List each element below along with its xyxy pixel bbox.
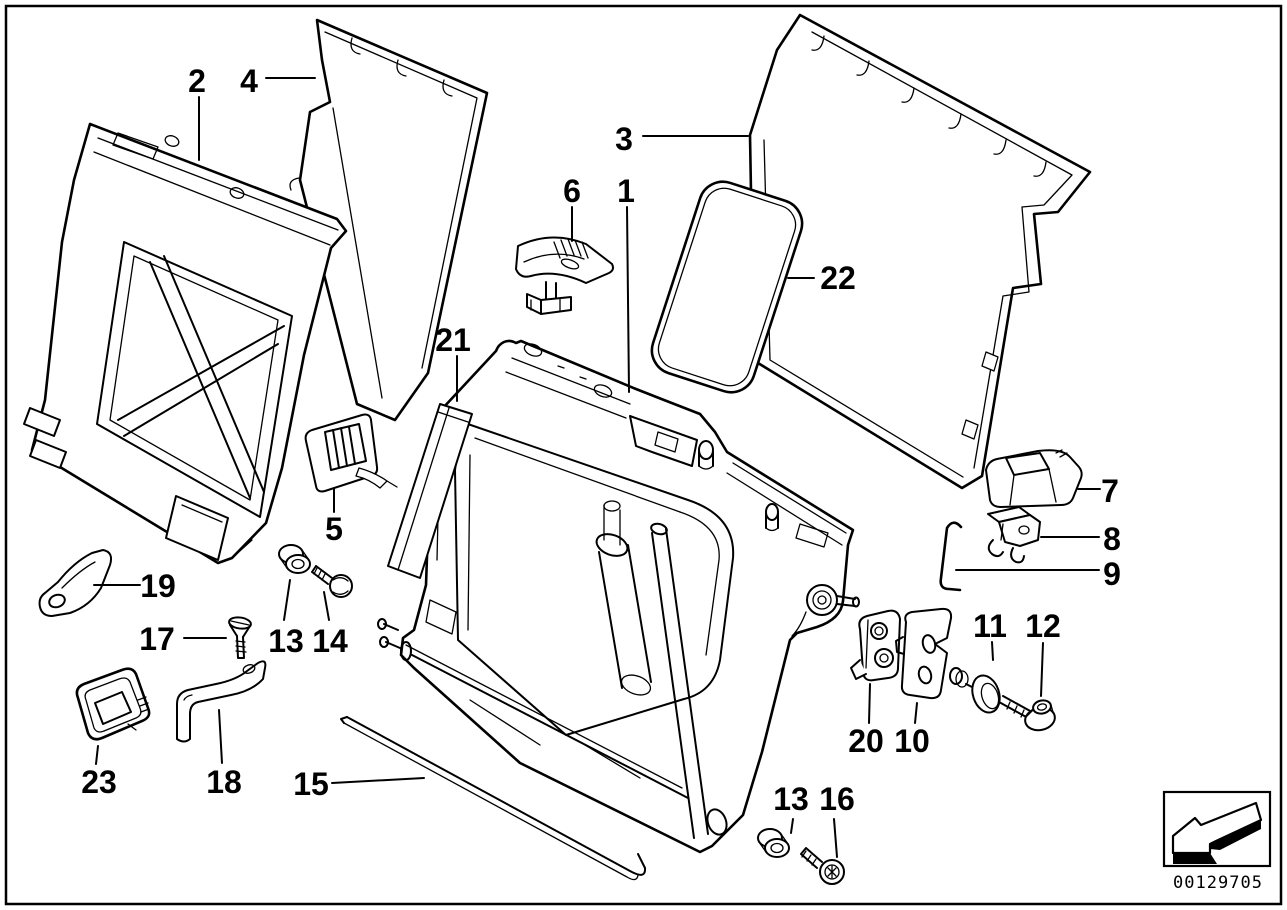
part-17-drawing bbox=[228, 616, 252, 659]
callout-leader-line-14 bbox=[323, 591, 330, 621]
part-6-drawing bbox=[515, 236, 614, 315]
part-callout-23: 23 bbox=[81, 764, 117, 800]
part-12-drawing bbox=[1024, 699, 1056, 732]
callout-leader-line-11 bbox=[991, 641, 994, 661]
callout-leader-line-12 bbox=[1040, 642, 1044, 697]
callout-leader-line-13a bbox=[283, 579, 291, 621]
part-callout-8: 8 bbox=[1103, 521, 1121, 557]
part-callout-14: 14 bbox=[312, 623, 348, 659]
callout-leader-line-1 bbox=[626, 206, 630, 393]
part-callout-9: 9 bbox=[1103, 556, 1121, 592]
part-2-drawing bbox=[23, 122, 348, 565]
part-10-drawing bbox=[895, 607, 953, 700]
part-3-drawing bbox=[748, 13, 1092, 490]
part-callout-19: 19 bbox=[140, 568, 176, 604]
part-callout-6: 6 bbox=[563, 173, 581, 209]
callout-leader-line-20 bbox=[868, 683, 871, 724]
part-23-drawing bbox=[75, 667, 151, 741]
part-callout-17: 17 bbox=[139, 621, 175, 657]
part-9-drawing bbox=[939, 521, 963, 592]
part-callout-5: 5 bbox=[325, 511, 343, 547]
direction-arrow-icon bbox=[1171, 801, 1263, 864]
part-22-drawing bbox=[650, 180, 804, 394]
part-callout-10: 10 bbox=[894, 723, 930, 759]
page-border bbox=[4, 4, 1283, 906]
part-5-drawing bbox=[304, 413, 398, 493]
part-callout-7: 7 bbox=[1101, 473, 1119, 509]
part-callout-13b: 13 bbox=[773, 781, 809, 817]
part-20-drawing bbox=[850, 609, 901, 682]
part-callout-16: 16 bbox=[819, 781, 855, 817]
callout-leader-line-16 bbox=[833, 818, 838, 858]
part-callout-22: 22 bbox=[820, 260, 856, 296]
part-1-drawing bbox=[377, 339, 860, 854]
part-callout-15: 15 bbox=[293, 766, 329, 802]
part-19-drawing bbox=[38, 549, 113, 617]
part-callout-18: 18 bbox=[206, 764, 242, 800]
part-4-drawing bbox=[289, 18, 489, 422]
part-callout-2: 2 bbox=[188, 63, 206, 99]
part-callout-13a: 13 bbox=[268, 623, 304, 659]
part-15-drawing bbox=[340, 716, 647, 881]
part-callout-20: 20 bbox=[848, 723, 884, 759]
part-18-drawing bbox=[176, 660, 267, 743]
exploded-view-artwork bbox=[23, 13, 1092, 885]
part-callout-21: 21 bbox=[435, 322, 471, 358]
part-16-drawing bbox=[800, 847, 845, 885]
part-8-drawing bbox=[987, 506, 1041, 564]
callout-leader-line-15 bbox=[331, 777, 425, 784]
part-21-drawing bbox=[387, 403, 473, 579]
callout-leader-line-10 bbox=[914, 702, 918, 724]
part-14-drawing bbox=[311, 565, 353, 598]
callout-leader-line-18 bbox=[218, 709, 223, 764]
part-7-drawing bbox=[985, 449, 1083, 508]
part-callout-3: 3 bbox=[615, 121, 633, 157]
callout-leader-line-13b bbox=[790, 818, 794, 834]
callout-leader-line-23 bbox=[95, 745, 99, 765]
part-callout-4: 4 bbox=[240, 63, 258, 99]
part-callout-1: 1 bbox=[617, 173, 635, 209]
part-callout-11: 11 bbox=[973, 608, 1007, 644]
image-number: 00129705 bbox=[1173, 873, 1263, 893]
stamp: 00129705 bbox=[1162, 790, 1272, 893]
part-callout-12: 12 bbox=[1025, 608, 1061, 644]
part-11-drawing bbox=[949, 667, 1033, 719]
